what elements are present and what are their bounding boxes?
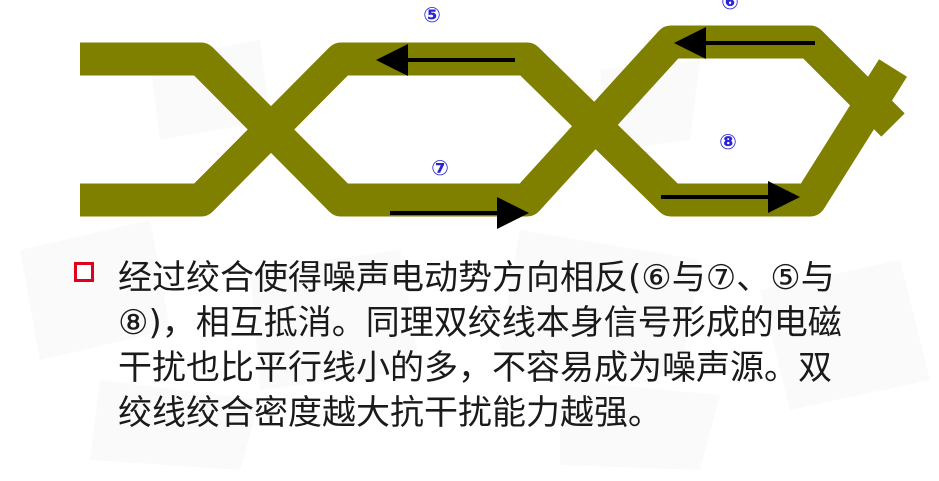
- label-6: ⑥: [721, 0, 739, 14]
- twisted-pair-svg: [80, 25, 907, 229]
- label-5: ⑤: [423, 3, 441, 27]
- twisted-pair-diagram: ⑤ ⑥ ⑦ ⑧: [0, 0, 939, 240]
- label-7: ⑦: [431, 156, 449, 180]
- label-8: ⑧: [719, 130, 737, 154]
- explanation-text: 经过绞合使得噪声电动势方向相反(⑥与⑦、⑤与⑧)，相互抵消。同理双绞线本身信号形…: [118, 258, 842, 433]
- bullet-square-icon: [74, 262, 94, 282]
- wire-b: [80, 42, 907, 217]
